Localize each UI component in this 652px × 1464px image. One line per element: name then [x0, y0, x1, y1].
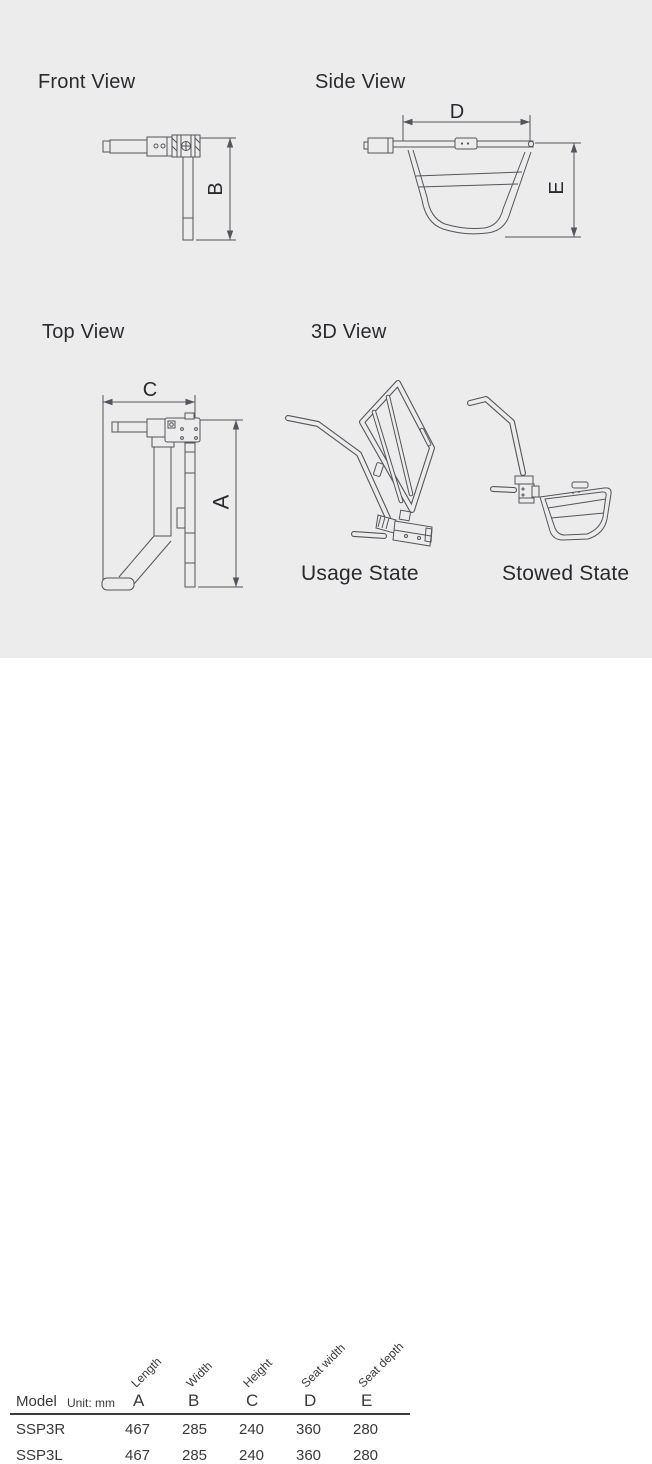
- column-letter-a: A: [133, 1391, 145, 1410]
- column-letter-c: C: [246, 1391, 259, 1410]
- column-letter-d: D: [304, 1391, 317, 1410]
- value-cell: 280: [353, 1447, 379, 1464]
- value-cell: 467: [125, 1447, 151, 1464]
- stowed-state-label: Stowed State: [502, 562, 630, 585]
- top-view-title: Top View: [42, 321, 125, 343]
- dim-label-b: B: [205, 182, 227, 195]
- unit-label: Unit: mm: [67, 1396, 115, 1410]
- front-dimension-b: B: [196, 137, 236, 241]
- stowed-armrest-tube: [467, 396, 526, 493]
- column-name-seat-width: Seat width: [298, 1340, 348, 1391]
- value-cell: 280: [353, 1421, 379, 1438]
- front-view-drawing: B: [102, 134, 236, 241]
- side-top-bar: [392, 137, 535, 150]
- top-seat-edge-bar: [176, 442, 196, 588]
- side-dimension-d: D: [402, 101, 531, 146]
- usage-state-label: Usage State: [301, 562, 419, 585]
- value-cell: 285: [182, 1447, 208, 1464]
- value-cell: 467: [125, 1421, 151, 1438]
- column-letter-b: B: [188, 1391, 200, 1410]
- dim-label-d: D: [450, 101, 464, 123]
- side-view-drawing: D: [363, 101, 581, 238]
- stowed-clamp: [514, 475, 540, 504]
- table-header-rule: [10, 1413, 410, 1415]
- drawing-area: Front View Side View Top View 3D View: [0, 0, 652, 658]
- value-cell: 360: [296, 1447, 322, 1464]
- value-cell: 360: [296, 1421, 322, 1438]
- side-dimension-e: E: [505, 142, 581, 238]
- value-cell: 240: [239, 1421, 265, 1438]
- usage-base-assembly: [351, 509, 433, 547]
- stowed-seat-folded: [539, 481, 612, 541]
- usage-armrest-tube: [285, 415, 391, 521]
- top-mount-plate: [164, 412, 201, 443]
- model-cell: SSP3L: [16, 1447, 63, 1464]
- usage-latch: [373, 462, 384, 477]
- column-name-length: Length: [128, 1354, 165, 1391]
- side-view-title: Side View: [315, 71, 406, 93]
- column-name-width: Width: [183, 1358, 215, 1391]
- model-cell: SSP3R: [16, 1421, 66, 1438]
- threed-view-title: 3D View: [311, 321, 387, 343]
- side-seat-profile: [407, 149, 532, 235]
- value-cell: 285: [182, 1421, 208, 1438]
- top-view-drawing: C: [101, 379, 243, 591]
- top-dimension-c: C: [102, 379, 196, 581]
- front-view-title: Front View: [38, 71, 136, 93]
- dim-label-a: A: [209, 494, 234, 509]
- dim-label-e: E: [546, 181, 568, 194]
- stowed-state-drawing: [467, 396, 612, 541]
- column-name-seat-depth: Seat depth: [355, 1339, 407, 1391]
- front-bracket: [146, 136, 173, 157]
- front-hinge-block: [171, 134, 201, 158]
- front-post: [182, 156, 194, 241]
- dim-label-c: C: [143, 379, 157, 401]
- spec-table: Length Width Height Seat width Seat dept…: [0, 658, 652, 1464]
- column-name-height: Height: [240, 1355, 275, 1391]
- usage-state-drawing: [285, 380, 435, 547]
- top-dimension-a: A: [198, 419, 243, 588]
- column-letter-e: E: [361, 1391, 373, 1410]
- side-clamp: [363, 137, 394, 154]
- usage-seat-frame: [359, 380, 435, 513]
- value-cell: 240: [239, 1447, 265, 1464]
- front-arm: [102, 139, 149, 154]
- top-support-arm: [101, 446, 172, 591]
- model-header: Model: [16, 1393, 57, 1410]
